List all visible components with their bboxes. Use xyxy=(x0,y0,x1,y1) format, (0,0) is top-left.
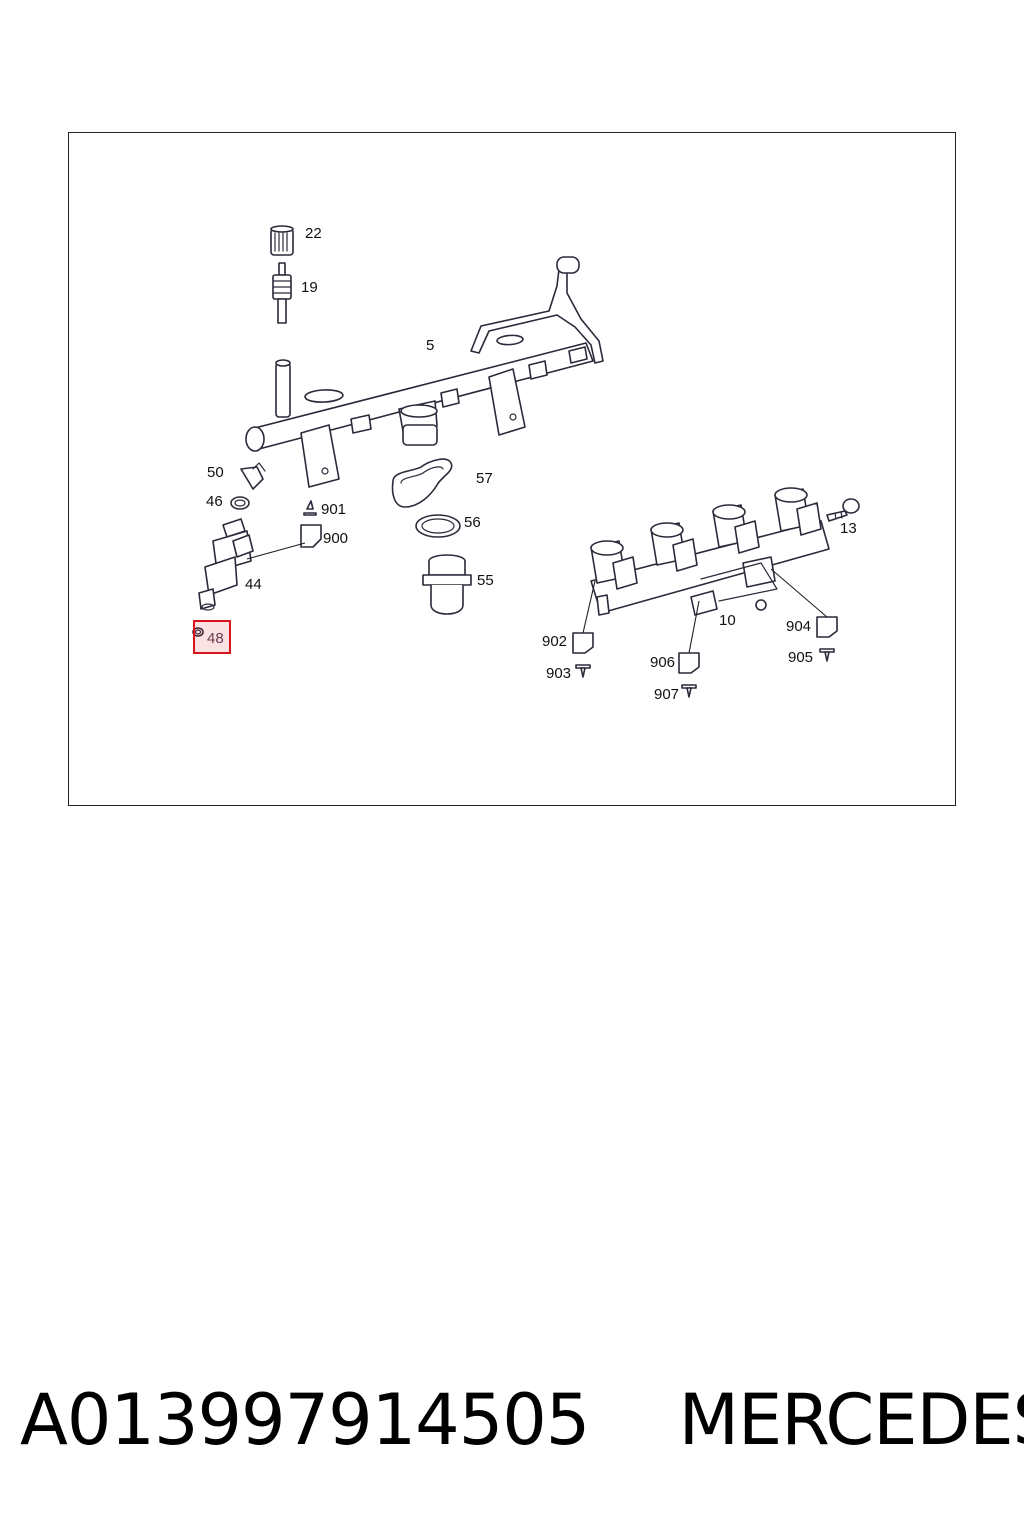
part-10-injector-rail-assembly xyxy=(590,487,830,616)
callout-labels: 22 19 5 50 46 901 900 44 48 57 56 55 13 … xyxy=(206,225,857,703)
exploded-parts-diagram: 22 19 5 50 46 901 900 44 48 57 56 55 13 … xyxy=(192,225,860,703)
callout-22[interactable]: 22 xyxy=(305,225,322,242)
callout-5[interactable]: 5 xyxy=(426,337,434,354)
part-905-screw-icon xyxy=(819,648,835,662)
part-906-nut-icon xyxy=(678,652,700,674)
callout-48[interactable]: 48 xyxy=(207,630,224,647)
callout-13[interactable]: 13 xyxy=(840,520,857,537)
brand-name: MERCEDES xyxy=(678,1379,1024,1461)
part-902-nut-icon xyxy=(572,632,594,654)
callout-55[interactable]: 55 xyxy=(477,572,494,589)
parts-diagram-frame: 22 19 5 50 46 901 900 44 48 57 56 55 13 … xyxy=(68,132,956,806)
leader-lines xyxy=(246,542,828,654)
part-901-screw-icon xyxy=(303,500,317,516)
part-907-screw-icon xyxy=(681,684,697,698)
callout-57[interactable]: 57 xyxy=(476,470,493,487)
callout-10[interactable]: 10 xyxy=(719,612,736,629)
part-46-o-ring xyxy=(230,496,250,510)
part-55-sleeve xyxy=(422,554,472,615)
part-22-cap xyxy=(270,225,294,256)
callout-56[interactable]: 56 xyxy=(464,514,481,531)
callout-19[interactable]: 19 xyxy=(301,279,318,296)
part-57-seal xyxy=(391,458,453,508)
callout-907[interactable]: 907 xyxy=(654,686,679,703)
part-19-valve-insert xyxy=(272,262,292,324)
callout-903[interactable]: 903 xyxy=(546,665,571,682)
part-13-bolt xyxy=(826,498,860,522)
callout-901[interactable]: 901 xyxy=(321,501,346,518)
highlight-box-48 xyxy=(193,620,231,654)
product-caption: A013997914505 MERCEDES xyxy=(20,1379,1024,1461)
part-900-nut-icon xyxy=(300,524,322,548)
callout-904[interactable]: 904 xyxy=(786,618,811,635)
part-56-o-ring xyxy=(415,514,461,538)
callout-44[interactable]: 44 xyxy=(245,576,262,593)
callout-906[interactable]: 906 xyxy=(650,654,675,671)
callout-905[interactable]: 905 xyxy=(788,649,813,666)
part-903-screw-icon xyxy=(575,664,591,678)
part-5-fuel-rail xyxy=(245,256,604,488)
part-number: A013997914505 xyxy=(20,1379,590,1461)
callout-900[interactable]: 900 xyxy=(323,530,348,547)
callout-46[interactable]: 46 xyxy=(206,493,223,510)
callout-50[interactable]: 50 xyxy=(207,464,224,481)
part-904-nut-icon xyxy=(816,616,838,638)
part-50-clip xyxy=(240,462,266,490)
part-44-injector xyxy=(198,518,254,611)
callout-902[interactable]: 902 xyxy=(542,633,567,650)
